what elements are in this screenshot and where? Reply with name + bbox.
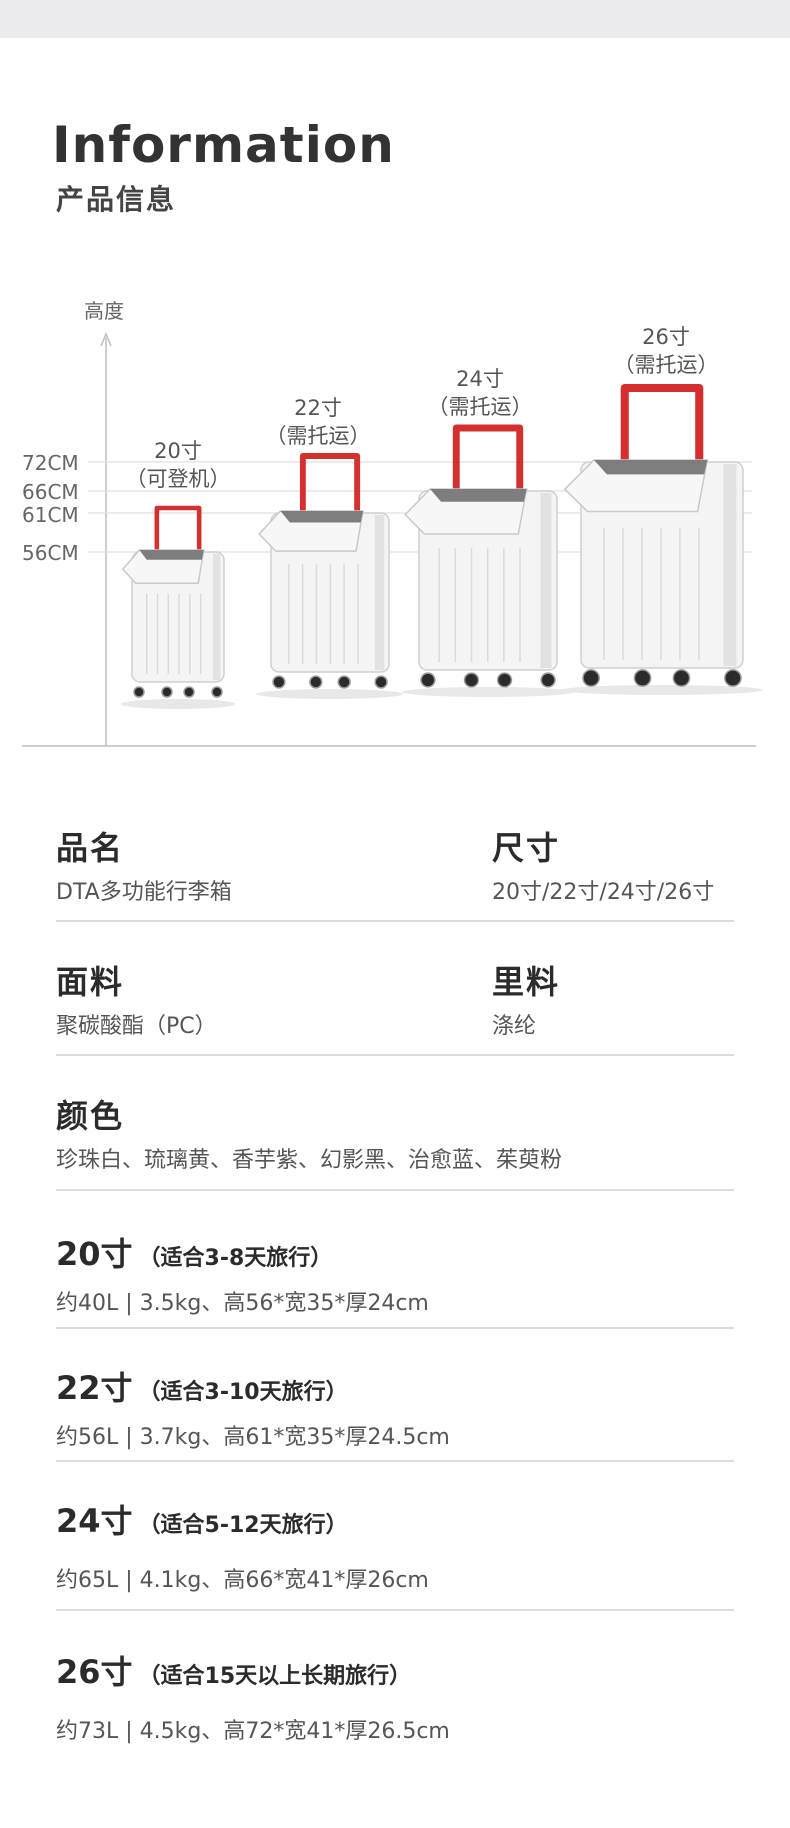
suitcase-size-label: 22寸 — [294, 396, 342, 420]
suitcase-handle — [452, 424, 524, 495]
size-detail: 约73L | 4.5kg、高72*宽41*厚26.5cm — [56, 1719, 450, 1744]
suitcase-shadow — [402, 687, 574, 697]
page-title: Information — [52, 116, 395, 174]
suitcase-wheel — [337, 675, 351, 689]
suitcase-wheel — [374, 675, 388, 689]
suitcase-handle — [620, 383, 704, 466]
size-heading: 24寸（适合5-12天旅行） — [56, 1501, 734, 1546]
suitcase-wheel — [633, 669, 652, 687]
size-heading: 26寸（适合15天以上长期旅行） — [56, 1652, 734, 1697]
top-bar — [0, 0, 790, 38]
suitcase-handle — [299, 453, 361, 517]
suitcase — [402, 424, 574, 697]
size-detail: 约40L | 3.5kg、高56*宽35*厚24cm — [56, 1291, 429, 1316]
suitcase-shadow — [561, 685, 763, 695]
spec-label: 尺寸 — [492, 829, 561, 867]
size-row: 26寸（适合15天以上长期旅行） 约73L | 4.5kg、高72*宽41*厚2… — [56, 1652, 734, 1748]
spec-lining: 里料 涤纶 — [492, 962, 560, 1042]
spec-row-color: 颜色 珍珠白、琉璃黄、香芋紫、幻影黑、治愈蓝、茱萸粉 — [56, 1096, 734, 1191]
suitcase-lid-lining — [430, 489, 527, 502]
size-note: （适合3-10天旅行） — [138, 1380, 348, 1405]
suitcase-wheel — [211, 686, 223, 698]
suitcase-wheel — [724, 669, 742, 687]
spec-label: 颜色 — [56, 1097, 125, 1135]
size-note: （适合3-8天旅行） — [138, 1246, 333, 1271]
size-label: 24寸 — [56, 1502, 133, 1540]
size-detail: 约56L | 3.7kg、高61*宽35*厚24.5cm — [56, 1425, 450, 1450]
height-tick-label: 56CM — [22, 541, 79, 565]
y-axis-label: 高度 — [84, 299, 124, 323]
suitcase-wheel — [309, 675, 323, 689]
suitcase-note-label: （需托运） — [266, 424, 371, 448]
suitcase — [120, 505, 236, 709]
suitcase-shadow — [256, 689, 404, 699]
suitcase-side — [212, 554, 221, 680]
suitcase-size-label: 20寸 — [154, 439, 202, 463]
suitcase-lid-lining — [593, 460, 708, 475]
suitcase-wheel — [161, 686, 173, 698]
suitcase-side — [723, 464, 737, 666]
size-heading: 20寸（适合3-8天旅行） — [56, 1234, 734, 1279]
spec-fabric: 面料 聚碳酸酯（PC） — [56, 962, 217, 1042]
suitcase-wheel — [420, 672, 436, 688]
suitcase-wheel — [133, 686, 145, 698]
spec-value: DTA多功能行李箱 — [56, 880, 232, 905]
spec-row-name-size: 品名 DTA多功能行李箱 尺寸 20寸/22寸/24寸/26寸 — [56, 828, 734, 922]
spec-color: 颜色 珍珠白、琉璃黄、香芋紫、幻影黑、治愈蓝、茱萸粉 — [56, 1096, 562, 1176]
spec-row-fabric-lining: 面料 聚碳酸酯（PC） 里料 涤纶 — [56, 962, 734, 1056]
height-tick-label: 72CM — [22, 451, 79, 475]
spec-value: 聚碳酸酯（PC） — [56, 1014, 217, 1039]
suitcase-lid-lining — [280, 511, 364, 523]
spec-label: 里料 — [492, 963, 561, 1001]
spec-value: 涤纶 — [492, 1014, 537, 1039]
height-tick-label: 61CM — [22, 503, 79, 527]
suitcase-shadow — [120, 699, 236, 709]
suitcase-wheel — [540, 672, 556, 688]
spec-label: 品名 — [56, 829, 125, 867]
suitcase-wheel — [496, 672, 513, 688]
size-detail: 约65L | 4.1kg、高66*宽41*厚26cm — [56, 1568, 429, 1593]
suitcase-note-label: （可登机） — [126, 467, 231, 491]
suitcase-note-label: （需托运） — [614, 353, 719, 377]
height-comparison-chart: 高度 72CM 66CM 61CM 56CM 20寸 （可登机） 22寸 （需托… — [22, 299, 763, 747]
suitcase-wheel — [672, 669, 691, 687]
suitcase — [256, 453, 404, 699]
size-label: 20寸 — [56, 1235, 133, 1273]
spec-name: 品名 DTA多功能行李箱 — [56, 828, 232, 908]
size-row: 24寸（适合5-12天旅行） 约65L | 4.1kg、高66*宽41*厚26c… — [56, 1501, 734, 1611]
suitcase-side — [374, 515, 385, 670]
suitcase-handle — [154, 505, 202, 556]
suitcase-wheel — [463, 672, 480, 688]
height-tick-label: 66CM — [22, 480, 79, 504]
size-label: 22寸 — [56, 1369, 133, 1407]
suitcase-wheel — [272, 675, 286, 689]
size-heading: 22寸（适合3-10天旅行） — [56, 1368, 734, 1413]
spec-value: 20寸/22寸/24寸/26寸 — [492, 880, 715, 905]
size-note: （适合15天以上长期旅行） — [138, 1664, 412, 1689]
spec-size: 尺寸 20寸/22寸/24寸/26寸 — [492, 828, 714, 908]
suitcase-group — [120, 383, 763, 709]
size-row: 22寸（适合3-10天旅行） 约56L | 3.7kg、高61*宽35*厚24.… — [56, 1368, 734, 1462]
size-row: 20寸（适合3-8天旅行） 约40L | 3.5kg、高56*宽35*厚24cm — [56, 1234, 734, 1329]
suitcase-side — [540, 493, 552, 668]
suitcase-size-label: 24寸 — [456, 367, 504, 391]
suitcase-lid-lining — [139, 550, 204, 560]
suitcase-note-label: （需托运） — [428, 395, 533, 419]
size-label: 26寸 — [56, 1653, 133, 1691]
suitcase-size-label: 26寸 — [642, 325, 690, 349]
size-note: （适合5-12天旅行） — [138, 1513, 348, 1538]
y-axis-arrow — [100, 332, 112, 347]
spec-label: 面料 — [56, 963, 125, 1001]
page-subtitle: 产品信息 — [56, 183, 177, 216]
suitcase — [561, 383, 763, 695]
spec-value: 珍珠白、琉璃黄、香芋紫、幻影黑、治愈蓝、茱萸粉 — [56, 1148, 563, 1173]
suitcase-wheel — [582, 669, 600, 687]
suitcase-wheel — [183, 686, 195, 698]
